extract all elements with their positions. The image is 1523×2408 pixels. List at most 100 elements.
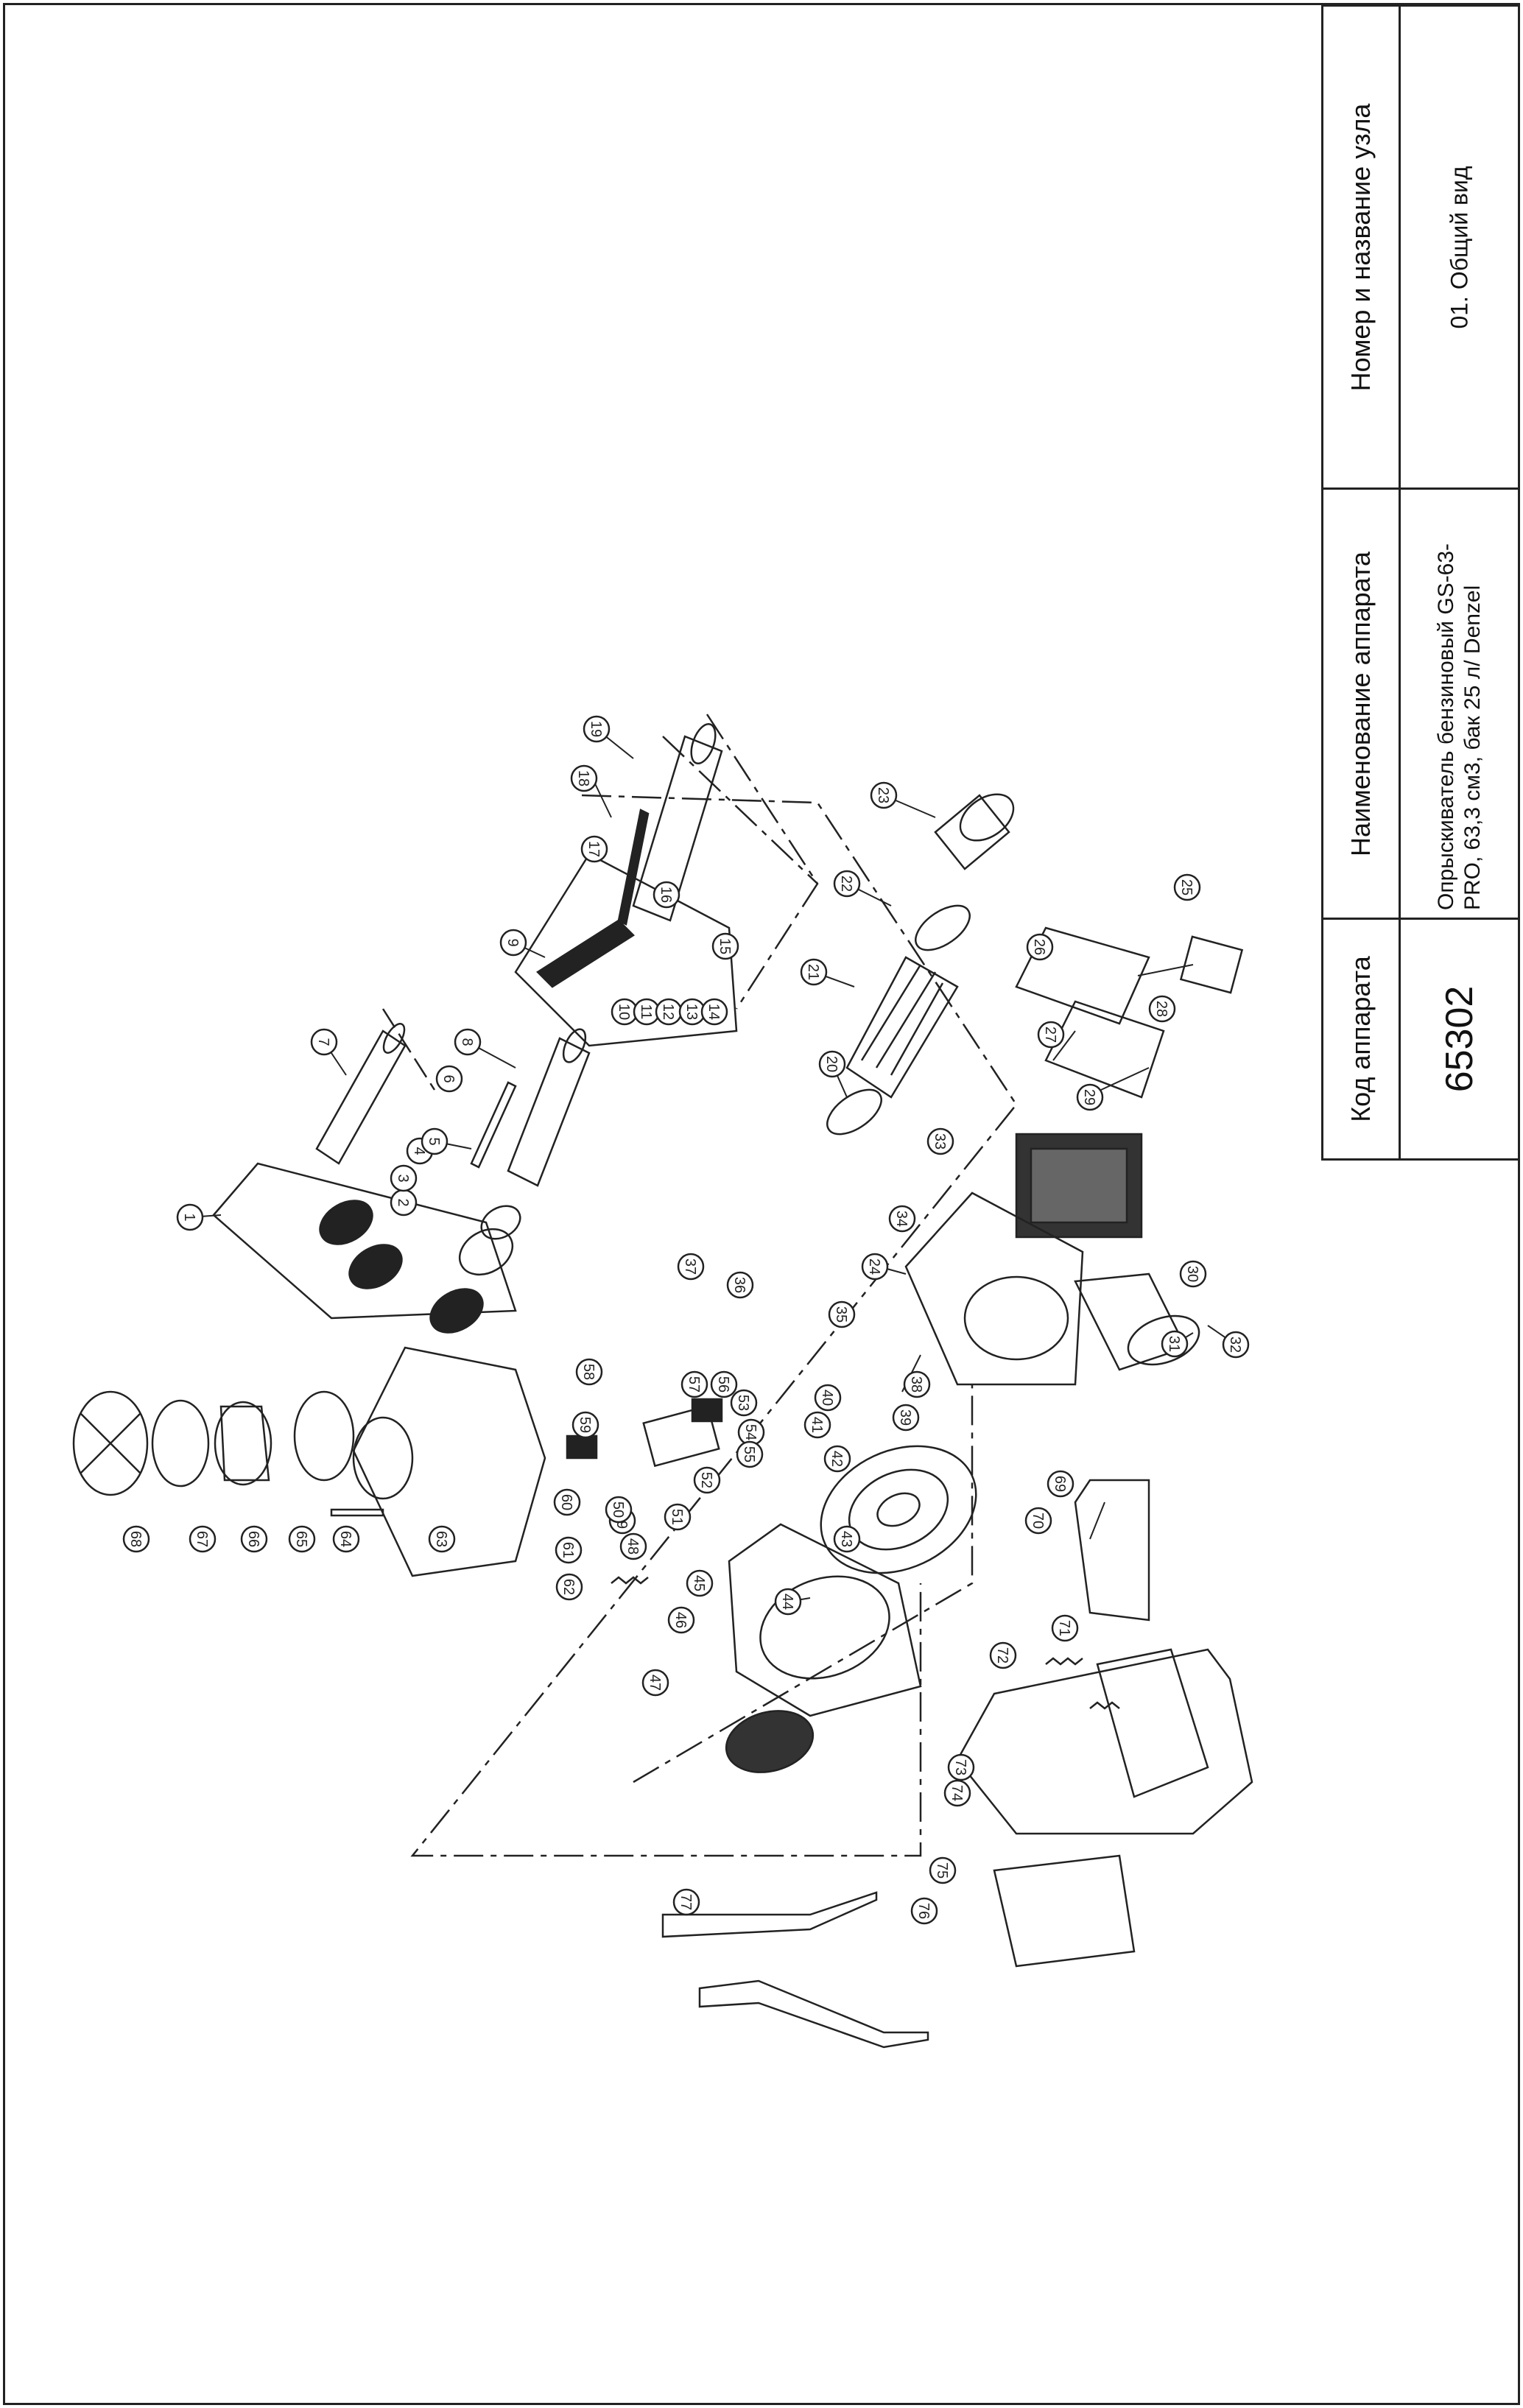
callout-22: 22: [833, 870, 861, 898]
callout-number: 12: [660, 1004, 676, 1020]
callout-circle: [664, 1503, 692, 1531]
callout-3: 3: [390, 1164, 418, 1192]
callout-circle: [653, 881, 680, 909]
callout-75: 75: [929, 1856, 957, 1884]
callout-circle: [667, 1606, 695, 1634]
callout-circle: [774, 1588, 802, 1616]
callout-24: 24: [861, 1253, 889, 1281]
callout-circle: [1024, 1507, 1052, 1535]
callout-circle: [641, 1669, 669, 1697]
callout-circle: [1051, 1614, 1079, 1642]
callout-54: 54: [737, 1418, 765, 1446]
title-block: Код аппарата 65302 Наименование аппарата…: [1321, 4, 1520, 1161]
callout-circle: [571, 1411, 599, 1439]
callout-circle: [428, 1525, 456, 1553]
callout-number: 54: [742, 1424, 759, 1440]
callout-29: 29: [1076, 1083, 1104, 1111]
callout-circle: [176, 1203, 204, 1231]
callout-circle: [555, 1573, 583, 1601]
callout-number: 55: [741, 1446, 757, 1462]
callout-77: 77: [672, 1888, 700, 1916]
callout-circle: [870, 781, 898, 809]
callout-circle: [677, 1253, 705, 1281]
callout-16: 16: [653, 881, 680, 909]
callout-number: 8: [459, 1038, 475, 1046]
callout-circle: [680, 1370, 708, 1398]
callout-23: 23: [870, 781, 898, 809]
callout-circle: [122, 1525, 150, 1553]
callout-number: 57: [686, 1376, 702, 1393]
callout-number: 30: [1184, 1266, 1200, 1282]
callout-2: 2: [390, 1189, 418, 1217]
callout-33: 33: [926, 1127, 954, 1155]
callout-circle: [454, 1028, 482, 1056]
callout-number: 51: [669, 1509, 685, 1525]
callout-44: 44: [774, 1588, 802, 1616]
callout-circle: [240, 1525, 268, 1553]
callout-circle: [332, 1525, 360, 1553]
callout-circle: [583, 715, 611, 743]
callout-circle: [570, 764, 598, 792]
callout-1: 1: [176, 1203, 204, 1231]
callout-7: 7: [310, 1028, 338, 1056]
callout-14: 14: [700, 998, 728, 1026]
callout-15: 15: [711, 932, 739, 960]
callout-number: 1: [181, 1213, 197, 1221]
callout-42: 42: [823, 1445, 851, 1473]
callout-number: 32: [1227, 1337, 1243, 1353]
callout-73: 73: [947, 1753, 975, 1781]
callout-circle: [814, 1384, 842, 1412]
callout-30: 30: [1179, 1260, 1207, 1288]
callout-58: 58: [575, 1358, 603, 1386]
callout-number: 29: [1081, 1089, 1097, 1105]
callout-circle: [1161, 1330, 1189, 1358]
callout-number: 39: [897, 1409, 913, 1426]
callout-number: 5: [426, 1137, 442, 1145]
callout-number: 20: [823, 1056, 840, 1072]
callout-number: 2: [395, 1198, 411, 1206]
callout-number: 76: [915, 1903, 932, 1919]
callout-number: 48: [625, 1538, 641, 1555]
callout-number: 41: [809, 1417, 825, 1433]
callout-number: 40: [819, 1390, 835, 1406]
callout-76: 76: [910, 1897, 938, 1925]
callout-number: 65: [293, 1531, 309, 1547]
callout-21: 21: [800, 958, 828, 986]
callout-66: 66: [240, 1525, 268, 1553]
callout-60: 60: [553, 1488, 581, 1516]
callout-circle: [693, 1466, 721, 1494]
callout-36: 36: [726, 1271, 754, 1299]
callout-38: 38: [903, 1370, 931, 1398]
callout-circle: [435, 1065, 463, 1093]
callout-5: 5: [421, 1127, 449, 1155]
callout-circle: [861, 1253, 889, 1281]
callout-circle: [288, 1525, 316, 1553]
callout-8: 8: [454, 1028, 482, 1056]
callout-number: 46: [672, 1612, 689, 1628]
callout-circle: [1148, 995, 1176, 1023]
callout-number: 68: [127, 1531, 144, 1547]
callout-circle: [910, 1897, 938, 1925]
callout-number: 74: [949, 1785, 965, 1801]
callout-circle: [711, 932, 739, 960]
callout-number: 25: [1178, 879, 1195, 895]
callout-circle: [736, 1440, 764, 1468]
callout-31: 31: [1161, 1330, 1189, 1358]
callout-number: 52: [698, 1472, 714, 1488]
callout-72: 72: [989, 1641, 1017, 1669]
callout-71: 71: [1051, 1614, 1079, 1642]
callout-circle: [803, 1411, 831, 1439]
node-value-cell: 01. Общий вид: [1399, 4, 1520, 490]
callout-74: 74: [943, 1779, 971, 1807]
callout-number: 42: [829, 1451, 845, 1467]
callout-circle: [421, 1127, 449, 1155]
callout-circle: [1222, 1331, 1250, 1359]
callout-39: 39: [892, 1404, 920, 1432]
callout-circle: [189, 1525, 217, 1553]
callout-number: 7: [315, 1038, 331, 1046]
callout-number: 35: [833, 1306, 849, 1323]
callout-37: 37: [677, 1253, 705, 1281]
callout-70: 70: [1024, 1507, 1052, 1535]
callout-number: 58: [580, 1364, 597, 1380]
